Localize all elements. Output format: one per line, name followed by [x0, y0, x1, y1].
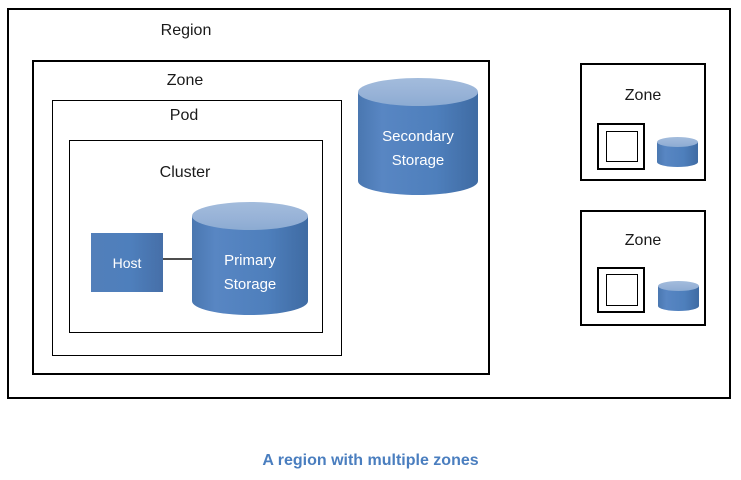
right-zone-2-label: Zone [624, 232, 662, 249]
right-zone-1-pod-square [597, 123, 645, 170]
host-storage-connector [163, 258, 192, 260]
right-zone-2-cluster-square [606, 274, 638, 306]
host-box: Host [91, 233, 163, 292]
primary-storage-cylinder: Primary Storage [192, 202, 308, 315]
right-zone-1-storage-cylinder [657, 137, 698, 167]
caption: A region with multiple zones [262, 452, 479, 469]
right-zone-2-box [580, 210, 706, 326]
cluster-label: Cluster [159, 164, 211, 181]
zone-box [32, 60, 490, 375]
cluster-box [69, 140, 323, 333]
secondary-storage-cylinder: Secondary Storage [358, 78, 478, 195]
cylinder-top [658, 281, 699, 291]
pod-box [52, 100, 342, 356]
zone-label: Zone [166, 72, 204, 89]
host-label: Host [112, 254, 142, 271]
right-zone-1-label: Zone [624, 87, 662, 104]
right-zone-2-pod-square [597, 267, 645, 313]
cylinder-body [358, 92, 478, 195]
region-box [7, 8, 731, 399]
cylinder-body [192, 216, 308, 315]
cylinder-top [192, 202, 308, 230]
cylinder-top [657, 137, 698, 147]
region-label: Region [160, 22, 212, 39]
secondary-storage-label: Secondary Storage [382, 128, 454, 169]
right-zone-1-cluster-square [606, 131, 638, 162]
primary-storage-label: Primary Storage [223, 252, 277, 293]
right-zone-1-box [580, 63, 706, 181]
right-zone-2-storage-cylinder [658, 281, 699, 311]
pod-label: Pod [169, 107, 199, 124]
cylinder-top [358, 78, 478, 106]
